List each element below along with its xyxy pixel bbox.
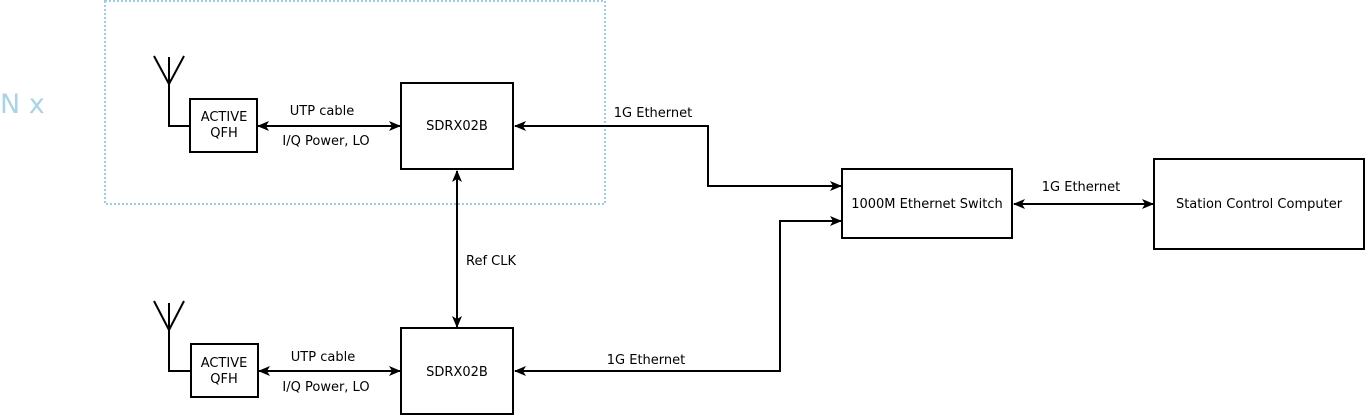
ethernet-label-upper: 1G Ethernet	[614, 106, 692, 121]
sdrx02b-box-lower: SDRX02B	[400, 327, 514, 415]
ethernet-link-lower	[514, 216, 842, 376]
active-qfh-label-line1: ACTIVE	[201, 110, 248, 125]
active-qfh-label-line2: QFH	[210, 372, 238, 387]
sdrx02b-label-lower: SDRX02B	[426, 365, 488, 380]
active-qfh-label-line2: QFH	[210, 126, 238, 141]
active-qfh-label-line1: ACTIVE	[201, 356, 248, 371]
group-multiplier-label: N x	[0, 89, 45, 120]
ref-clk-label: Ref CLK	[466, 254, 516, 269]
sdrx02b-box-upper: SDRX02B	[400, 82, 514, 170]
utp-cable-label-lower: UTP cable	[291, 350, 355, 365]
ethernet-label-lower: 1G Ethernet	[607, 353, 685, 368]
active-qfh-box-lower: ACTIVE QFH	[190, 343, 259, 398]
station-control-computer-box: Station Control Computer	[1153, 158, 1365, 250]
iq-power-lo-label-upper: I/Q Power, LO	[282, 134, 369, 149]
station-control-computer-label: Station Control Computer	[1176, 197, 1343, 212]
ethernet-switch-box: 1000M Ethernet Switch	[841, 168, 1013, 239]
sdrx02b-label-upper: SDRX02B	[426, 119, 488, 134]
group-frame	[104, 0, 606, 205]
ethernet-link-upper	[514, 121, 842, 191]
utp-cable-label-upper: UTP cable	[290, 104, 354, 119]
active-qfh-box-upper: ACTIVE QFH	[189, 98, 258, 153]
antenna-icon-lower	[153, 300, 191, 372]
ethernet-switch-label: 1000M Ethernet Switch	[851, 197, 1003, 212]
ethernet-label-computer: 1G Ethernet	[1042, 180, 1120, 195]
antenna-icon-upper	[153, 55, 191, 127]
iq-power-lo-label-lower: I/Q Power, LO	[282, 380, 369, 395]
